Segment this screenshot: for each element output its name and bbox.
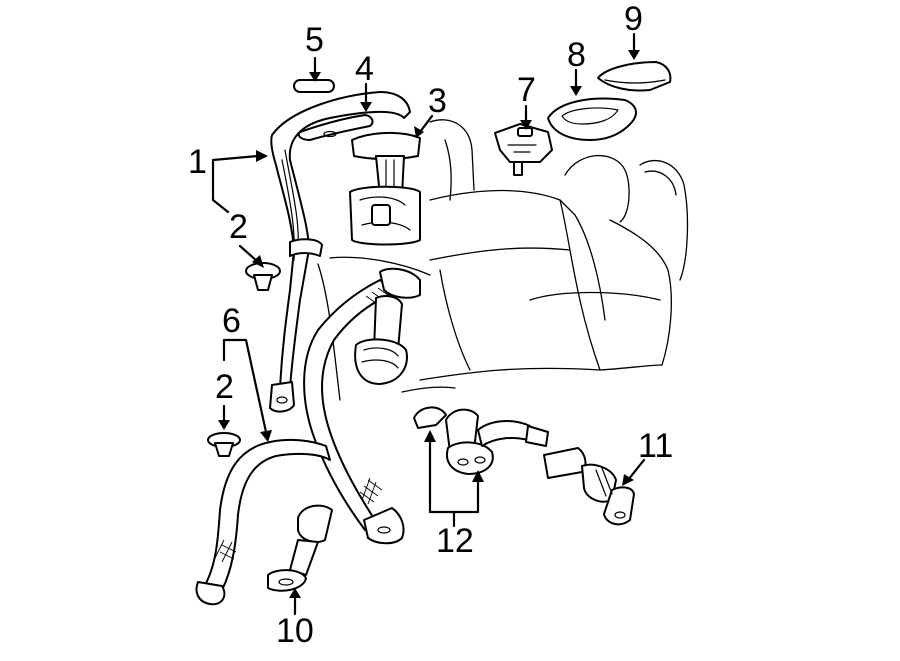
part-7-anchor-bracket [494,123,553,176]
part-8-escutcheon [547,97,637,141]
callout-8: 8 [567,36,586,74]
callout-7: 7 [517,71,536,109]
part-3-retractor [349,131,421,246]
callout-2-lower: 2 [215,368,234,406]
part-2-push-pin-lower [207,432,241,457]
callout-12: 12 [436,522,474,560]
part-1-shoulder-belt [269,91,411,413]
callout-4: 4 [355,50,374,88]
callout-2-upper: 2 [229,208,248,246]
rear-seat-outline [317,119,689,401]
callout-11: 11 [638,427,673,465]
part-2-push-pin-upper [245,262,281,291]
callout-10: 10 [276,612,314,650]
callout-1: 1 [188,143,207,181]
callout-5: 5 [305,21,324,59]
part-4-belt-guide [297,114,374,141]
part-10-buckle [267,504,333,592]
callout-9: 9 [624,0,643,38]
part-11-lap-belt [543,447,635,526]
callout-6: 6 [222,302,241,340]
part-5-trim-cap [293,79,335,93]
part-12-buckle-assembly [413,406,549,475]
part-9-cover [597,61,672,92]
leader-lines [211,32,646,616]
callout-3: 3 [428,82,447,120]
callout-labels: 1 2 2 3 4 5 6 7 8 9 10 11 12 [188,0,673,650]
part-6-rear-belt-assembly [195,267,421,606]
